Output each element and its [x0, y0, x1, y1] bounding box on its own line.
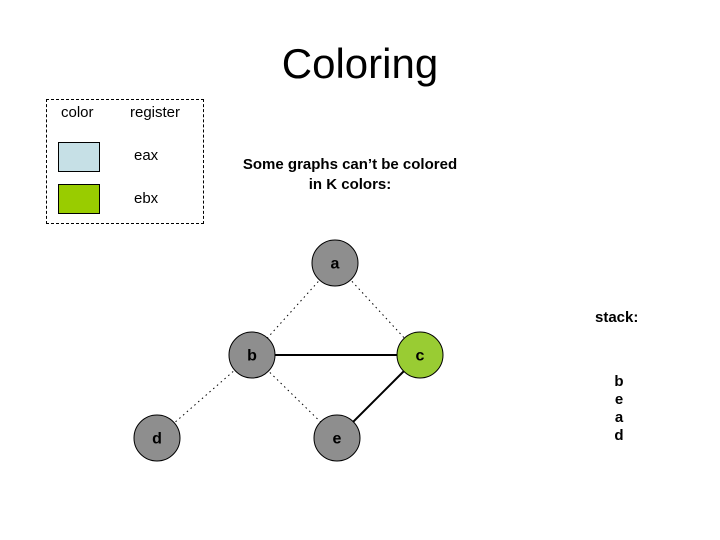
legend-register-header: register — [130, 104, 181, 121]
register-label-ebx: ebx — [134, 190, 159, 207]
legend-color-header: color — [61, 104, 94, 121]
color-swatch-ebx — [58, 184, 100, 214]
graph-node-b — [228, 331, 276, 379]
stack-item: d — [614, 427, 624, 444]
graph-node-c — [396, 331, 444, 379]
caption-line-2: in K colors: — [308, 176, 392, 193]
caption-line-1: Some graphs can’t be colored — [242, 156, 458, 173]
slide-title: Coloring — [281, 40, 439, 87]
color-register-legend: color register eax ebx — [46, 99, 204, 224]
color-swatch-eax — [58, 142, 100, 172]
graph-node-d — [133, 414, 181, 462]
graph-node-e — [313, 414, 361, 462]
graph-node-label-b: b — [247, 348, 257, 365]
caption-text: Some graphs can’t be colored in K colors… — [227, 155, 473, 195]
graph-node-a — [311, 239, 359, 287]
stack-label: stack: — [595, 309, 639, 326]
stack-item: a — [614, 409, 624, 426]
register-label-eax: eax — [134, 147, 159, 164]
graph-node-label-e: e — [333, 431, 342, 448]
graph-node-label-d: d — [152, 431, 162, 448]
stack-item: b — [614, 373, 624, 390]
stack-item: e — [614, 391, 624, 408]
graph-node-label-c: c — [416, 348, 425, 365]
stack-list: b e a d — [608, 373, 630, 445]
graph-node-label-a: a — [331, 256, 340, 273]
